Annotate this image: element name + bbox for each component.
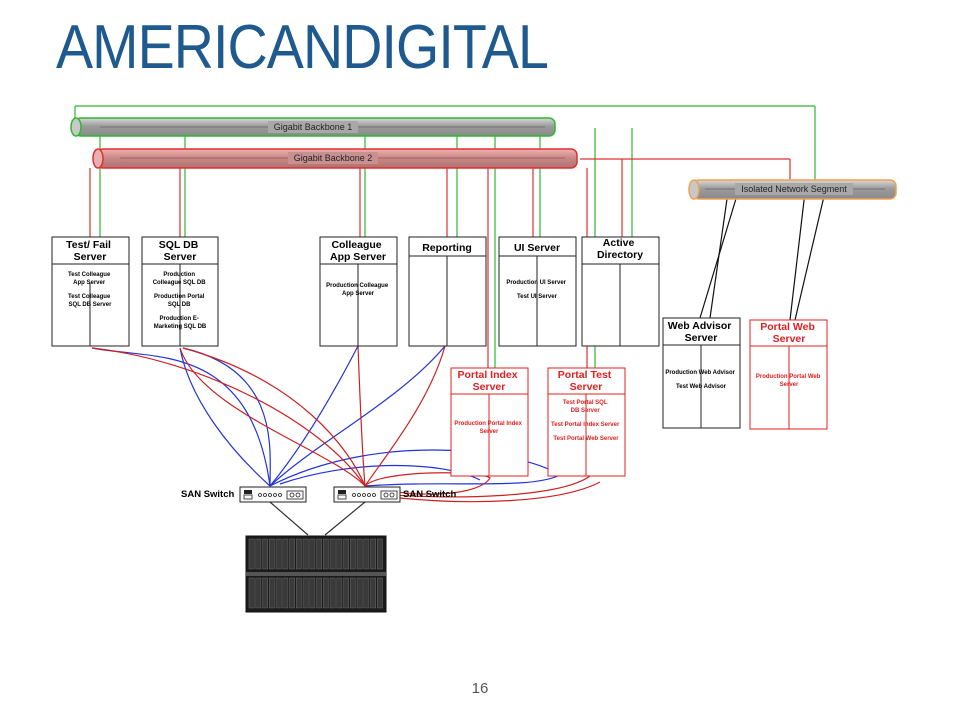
server-ui: UI Server Production UI Server Test UI S… xyxy=(498,236,577,347)
server-reporting: Reporting xyxy=(408,236,487,347)
logo-text: AMERICANDIGITAL xyxy=(56,13,548,78)
server-title: UI Server xyxy=(514,242,560,254)
drive-slot xyxy=(275,538,282,570)
drive-slot xyxy=(302,577,309,609)
backbone2-label: Gigabit Backbone 2 xyxy=(294,153,373,163)
server-title: Colleague App Server xyxy=(330,239,386,263)
drive-slot xyxy=(329,577,336,609)
san-links-red xyxy=(91,345,601,503)
backbone2-label-bg xyxy=(288,152,378,164)
server-portal-index: Portal Index Server Production Portal In… xyxy=(450,367,529,477)
drive-slot xyxy=(302,538,309,570)
backbone1-label-bg xyxy=(268,121,358,133)
drive-slot xyxy=(370,577,376,609)
drive-slot xyxy=(269,577,275,609)
drive-slot xyxy=(329,538,336,570)
server-colleague-app: Colleague App Server Production Colleagu… xyxy=(319,236,398,347)
server-title: Portal Web Server xyxy=(760,321,818,345)
san-switch-right: SAN Switch xyxy=(333,486,457,503)
drive-slot xyxy=(316,577,322,609)
gigabit-backbone-2: Gigabit Backbone 2 xyxy=(92,148,578,169)
drive-slot xyxy=(296,538,302,570)
drive-slot xyxy=(363,538,370,570)
server-details: Test Colleague App Server Test Colleague… xyxy=(68,272,112,308)
server-sql-db: SQL DB Server Production Colleague SQL D… xyxy=(141,236,219,347)
server-title: Reporting xyxy=(422,242,472,254)
isolated-links xyxy=(699,191,826,321)
server-details: Production Web Advisor Test Web Advisor xyxy=(665,370,736,390)
server-test-fail: Test/ Fail Server Test Colleague App Ser… xyxy=(51,236,130,347)
server-details: Production UI Server Test UI Server xyxy=(506,280,567,300)
server-details: Production Colleague SQL DB Production P… xyxy=(153,272,208,330)
drive-slot xyxy=(262,538,268,570)
server-portal-test: Portal Test Server Test Portal SQL DB Se… xyxy=(547,367,626,477)
server-details: Production Portal Index Server xyxy=(454,421,523,435)
gigabit-backbone-1: Gigabit Backbone 1 xyxy=(70,117,556,137)
server-web-advisor: Web Advisor Server Production Web Adviso… xyxy=(662,317,741,429)
drive-slot xyxy=(377,577,383,609)
storage-drive-slots xyxy=(248,538,383,609)
drive-slot xyxy=(323,538,329,570)
drive-slot xyxy=(248,577,255,609)
backbone2-links xyxy=(89,158,791,368)
drive-slot xyxy=(255,577,262,609)
server-active-directory: Active Directory xyxy=(581,236,660,347)
drive-slot xyxy=(309,538,316,570)
server-title: Web Advisor Server xyxy=(668,320,735,344)
drive-slot xyxy=(356,577,363,609)
server-details: Test Portal SQL DB Server Test Portal In… xyxy=(551,400,621,442)
backbone1-label: Gigabit Backbone 1 xyxy=(274,122,353,132)
drive-slot xyxy=(316,538,322,570)
drive-slot xyxy=(248,538,255,570)
san-switch-label: SAN Switch xyxy=(181,489,235,500)
server-title: Portal Index Server xyxy=(457,369,520,393)
san-switch-left: SAN Switch xyxy=(181,486,307,503)
san-switch-label: SAN Switch xyxy=(403,489,457,500)
drive-slot xyxy=(282,538,289,570)
server-details: Production Portal Web Server xyxy=(756,374,822,388)
storage-array xyxy=(245,535,387,613)
drive-slot xyxy=(363,577,370,609)
server-title: Active Directory xyxy=(597,237,643,261)
san-storage-links xyxy=(269,501,366,536)
drive-slot xyxy=(262,577,268,609)
server-title: Test/ Fail Server xyxy=(66,239,114,263)
server-title: Portal Test Server xyxy=(558,369,614,393)
drive-slot xyxy=(336,577,343,609)
drive-slot xyxy=(309,577,316,609)
server-portal-web: Portal Web Server Production Portal Web … xyxy=(749,319,828,430)
drive-slot xyxy=(296,577,302,609)
server-details: Production Colleague App Server xyxy=(326,283,390,297)
drive-slot xyxy=(275,577,282,609)
drive-slot xyxy=(377,538,383,570)
drive-slot xyxy=(269,538,275,570)
drive-slot xyxy=(350,577,356,609)
drive-slot xyxy=(343,538,349,570)
drive-slot xyxy=(323,577,329,609)
drive-slot xyxy=(343,577,349,609)
drive-slot xyxy=(370,538,376,570)
server-title: SQL DB Server xyxy=(159,239,201,263)
isolated-label: Isolated Network Segment xyxy=(741,184,847,194)
drive-slot xyxy=(289,577,295,609)
drive-slot xyxy=(356,538,363,570)
page-number: 16 xyxy=(471,680,489,697)
drive-slot xyxy=(350,538,356,570)
drive-slot xyxy=(255,538,262,570)
isolated-label-bg xyxy=(735,183,853,195)
drive-slot xyxy=(282,577,289,609)
drive-slot xyxy=(289,538,295,570)
american-digital-logo: AMERICANDIGITAL xyxy=(56,13,549,78)
isolated-network-segment: Isolated Network Segment xyxy=(688,179,897,200)
drive-slot xyxy=(336,538,343,570)
